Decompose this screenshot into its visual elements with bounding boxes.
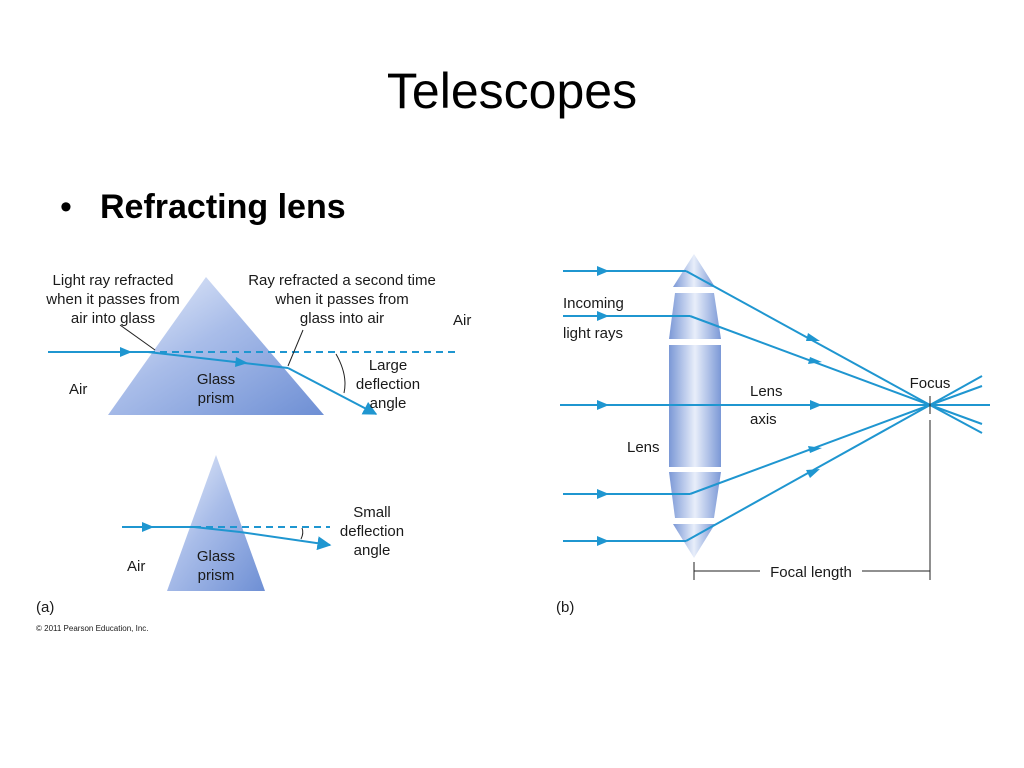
incoming-ray-5-arrow — [597, 536, 609, 546]
internal-ray — [147, 351, 289, 369]
focal-length-label: Focal length — [770, 564, 852, 581]
small-deflection-arc — [300, 527, 304, 540]
callout-right-leader — [287, 329, 304, 367]
lens-axis-label-line2: axis — [750, 411, 777, 428]
panel-a-small-prism: Air Glass prism Small deflection angle — [122, 455, 404, 591]
large-deflection-line3: angle — [370, 395, 407, 412]
refracted-ray-5-arrow — [806, 469, 820, 478]
bullet-text: Refracting lens — [100, 188, 346, 226]
refracted-ray-1-arrow — [806, 333, 820, 341]
bullet-item: • Refracting lens — [60, 188, 346, 227]
internal-ray-arrow — [235, 357, 248, 367]
incoming-ray-2-arrow — [597, 311, 609, 321]
callout-left-line2: when it passes from — [45, 291, 179, 308]
small-incident-ray-arrow — [142, 522, 154, 532]
small-prism-label-line2: prism — [198, 567, 235, 584]
slide-title: Telescopes — [386, 63, 638, 119]
small-exit-ray — [239, 531, 332, 551]
callout-left-line1: Light ray refracted — [53, 272, 174, 289]
diverging-ray-4 — [929, 385, 983, 406]
axis-ray-arrow-1 — [597, 400, 609, 410]
large-deflection-line1: Large — [369, 357, 407, 374]
lens-label: Lens — [627, 439, 660, 456]
bullet-glyph: • — [60, 188, 72, 226]
diverging-ray-2 — [929, 404, 983, 425]
small-prism-label-line1: Glass — [197, 548, 235, 565]
panel-a-label: (a) — [36, 599, 54, 616]
callout-right-line2: when it passes from — [274, 291, 408, 308]
panel-b-label: (b) — [556, 599, 574, 616]
focus-label: Focus — [910, 375, 951, 392]
small-internal-ray — [193, 526, 241, 533]
diverging-ray-5 — [929, 375, 983, 406]
panel-a-large-prism: Light ray refracted when it passes from … — [45, 272, 471, 415]
small-air-left-label: Air — [127, 558, 145, 575]
lens-bottom-tip — [673, 524, 715, 558]
axis-ray-arrow-2 — [810, 400, 822, 410]
large-prism-label-line1: Glass — [197, 371, 235, 388]
refracted-ray-2-arrow — [808, 357, 822, 364]
large-deflection-arc — [335, 353, 346, 394]
large-air-right-label: Air — [453, 312, 471, 329]
incoming-label-line1: Incoming — [563, 295, 624, 312]
callout-left-line3: air into glass — [71, 310, 155, 327]
callout-right-line3: glass into air — [300, 310, 384, 327]
incoming-ray-1-arrow — [597, 266, 609, 276]
copyright-notice: © 2011 Pearson Education, Inc. — [36, 624, 148, 633]
refracted-ray-4-arrow — [808, 446, 822, 453]
lens-axis-label-line1: Lens — [750, 383, 783, 400]
exit-ray — [287, 367, 378, 415]
small-glass-prism — [167, 455, 265, 591]
large-prism-label-line2: prism — [198, 390, 235, 407]
incoming-ray-4-arrow — [597, 489, 609, 499]
lens-upper-segment — [669, 293, 721, 339]
callout-left-leader — [119, 324, 156, 351]
diverging-ray-1 — [929, 404, 983, 434]
incident-ray-arrow — [120, 347, 132, 357]
small-deflection-line1: Small — [353, 504, 391, 521]
panel-b-lens-diagram: Incoming light rays Lens Lens axis Focus… — [560, 254, 990, 581]
small-deflection-line3: angle — [354, 542, 391, 559]
lens-lower-segment — [669, 472, 721, 518]
large-glass-prism — [108, 277, 324, 415]
lens-top-tip — [673, 254, 715, 287]
small-deflection-line2: deflection — [340, 523, 404, 540]
callout-right-line1: Ray refracted a second time — [248, 272, 436, 289]
incoming-label-line2: light rays — [563, 325, 623, 342]
large-deflection-line2: deflection — [356, 376, 420, 393]
large-air-left-label: Air — [69, 381, 87, 398]
